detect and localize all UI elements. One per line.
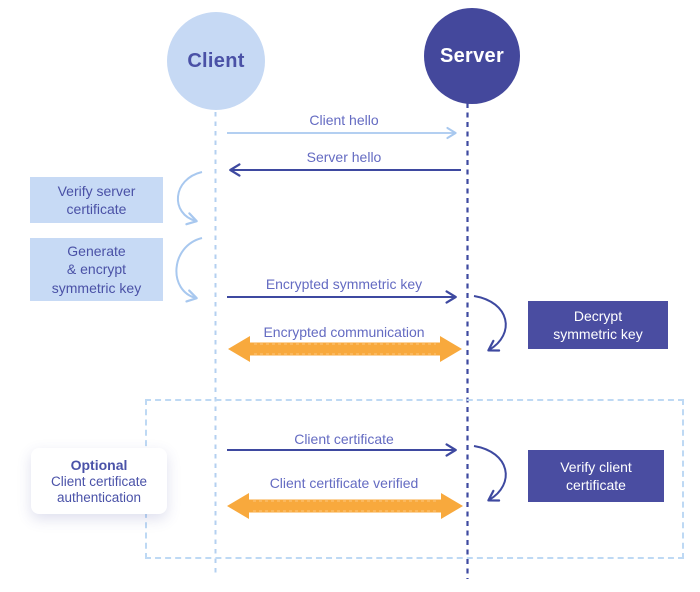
encrypted-symmetric-key-label: Encrypted symmetric key bbox=[265, 276, 423, 292]
client-actor-circle: Client bbox=[167, 12, 265, 110]
encrypted-communication-double-arrow bbox=[228, 336, 462, 362]
client-certificate-verified-label: Client certificate verified bbox=[269, 475, 419, 491]
optional-subtitle: Client certificate authentication bbox=[50, 473, 148, 505]
generate-encrypt-symmetric-key-box: Generate & encrypt symmetric key bbox=[30, 238, 163, 301]
client-certificate-verified-double-arrow bbox=[227, 493, 463, 519]
optional-section-card: Optional Client certificate authenticati… bbox=[31, 448, 167, 514]
client-hello-label: Client hello bbox=[309, 112, 379, 128]
encrypted-communication-label: Encrypted communication bbox=[263, 324, 425, 340]
server-hello-label: Server hello bbox=[306, 149, 382, 165]
server-actor-circle: Server bbox=[424, 8, 520, 104]
verify-client-certificate-box: Verify client certificate bbox=[528, 450, 664, 502]
client-certificate-verified-arrow-texture bbox=[253, 500, 437, 512]
optional-title: Optional bbox=[70, 456, 128, 473]
verify-server-certificate-loop-arrow bbox=[177, 171, 203, 226]
client-certificate-label: Client certificate bbox=[294, 431, 394, 447]
decrypt-symmetric-key-box: Decrypt symmetric key bbox=[528, 301, 668, 349]
decrypt-key-loop-arrow bbox=[473, 295, 507, 352]
verify-server-certificate-box: Verify server certificate bbox=[30, 177, 163, 223]
encrypted-communication-arrow-texture bbox=[254, 343, 436, 355]
server-actor-label: Server bbox=[439, 44, 505, 67]
generate-key-loop-arrow bbox=[175, 237, 203, 303]
verify-client-certificate-loop-arrow bbox=[473, 445, 507, 502]
client-actor-label: Client bbox=[187, 49, 245, 72]
